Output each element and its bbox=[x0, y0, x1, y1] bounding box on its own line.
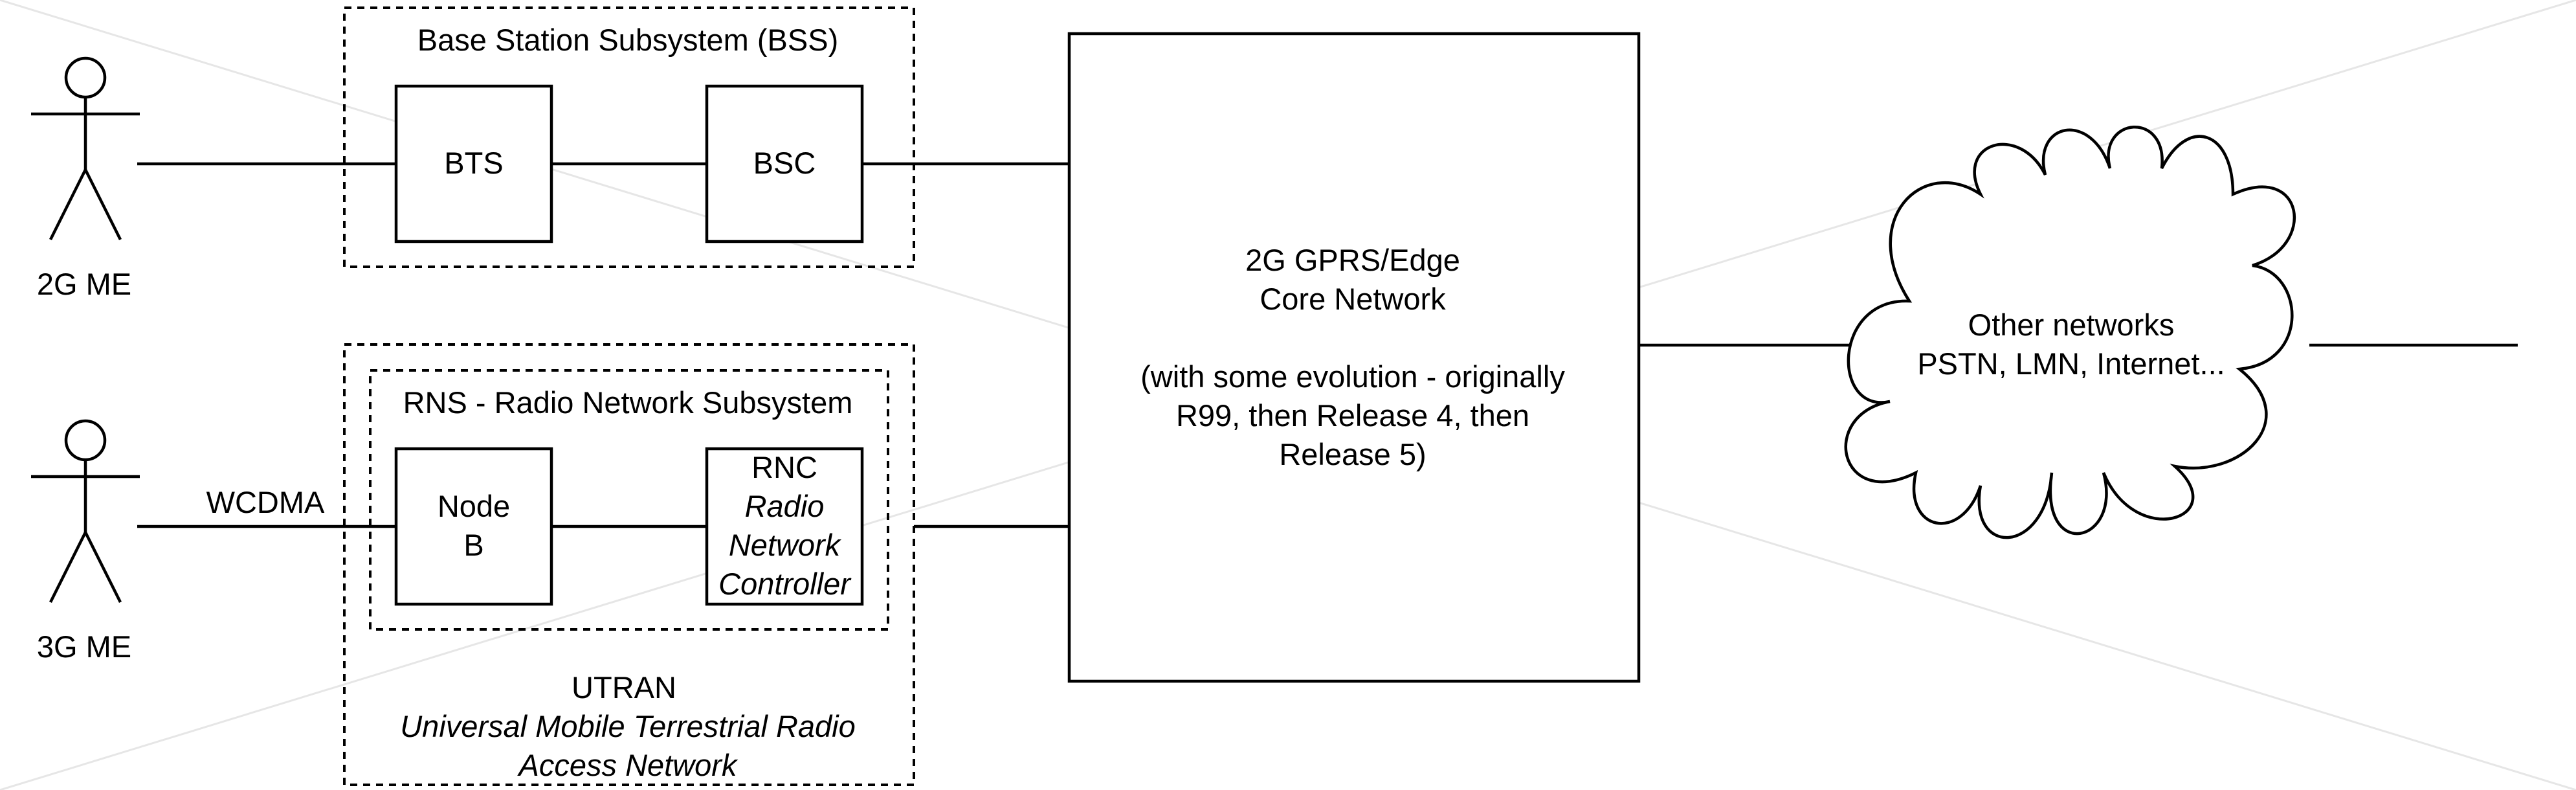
core-network: 2G GPRS/Edge Core Network (with some evo… bbox=[1067, 32, 1641, 683]
actor-3g-me: 3G ME bbox=[31, 419, 140, 664]
core-line2: Core Network bbox=[1260, 282, 1446, 316]
wcdma-label: WCDMA bbox=[206, 485, 325, 519]
rnc-label-line3: Network bbox=[729, 528, 842, 562]
bss-title: Base Station Subsystem (BSS) bbox=[417, 23, 838, 57]
cloud-line1: Other networks bbox=[1968, 308, 2175, 342]
bts-label: BTS bbox=[444, 146, 503, 180]
utran-title-line1: UTRAN bbox=[572, 670, 676, 705]
stick-figure-icon bbox=[31, 56, 140, 241]
actor-2g-me: 2G ME bbox=[31, 56, 140, 301]
utran-boundary bbox=[343, 343, 915, 786]
bsc-box bbox=[705, 84, 864, 243]
core-network-box bbox=[1067, 32, 1641, 683]
utran-group: RNS - Radio Network Subsystem Node B RNC… bbox=[343, 343, 915, 786]
utran-title-line3: Access Network bbox=[517, 748, 738, 782]
nodeb-label-line1: Node bbox=[438, 489, 510, 523]
actor-2g-me-label: 2G ME bbox=[37, 267, 131, 301]
core-line3: (with some evolution - originally bbox=[1140, 359, 1565, 394]
actor-3g-me-label: 3G ME bbox=[37, 629, 131, 664]
bss-boundary bbox=[343, 6, 915, 268]
core-line5: Release 5) bbox=[1279, 437, 1426, 471]
stick-figure-icon bbox=[31, 419, 140, 604]
utran-title-line2: Universal Mobile Terrestrial Radio bbox=[400, 709, 856, 743]
rns-boundary bbox=[369, 369, 889, 631]
rnc-label-line2: Radio bbox=[745, 489, 825, 523]
bts-box bbox=[394, 84, 553, 243]
core-line1: 2G GPRS/Edge bbox=[1245, 243, 1460, 277]
rns-title: RNS - Radio Network Subsystem bbox=[403, 385, 853, 420]
cloud-icon bbox=[1844, 126, 2296, 539]
bss-group: Base Station Subsystem (BSS) BTS BSC bbox=[343, 6, 915, 268]
cloud-line2: PSTN, LMN, Internet... bbox=[1917, 346, 2225, 381]
other-networks-cloud: Other networks PSTN, LMN, Internet... bbox=[1844, 126, 2296, 539]
connectors bbox=[137, 162, 2518, 528]
rnc-label-line1: RNC bbox=[751, 450, 817, 484]
nodeb-box bbox=[394, 447, 553, 606]
rnc-box bbox=[705, 447, 864, 606]
nodeb-label-line2: B bbox=[463, 528, 483, 562]
bsc-label: BSC bbox=[753, 146, 816, 180]
rnc-label-line4: Controller bbox=[718, 567, 852, 601]
core-line4: R99, then Release 4, then bbox=[1176, 398, 1529, 433]
